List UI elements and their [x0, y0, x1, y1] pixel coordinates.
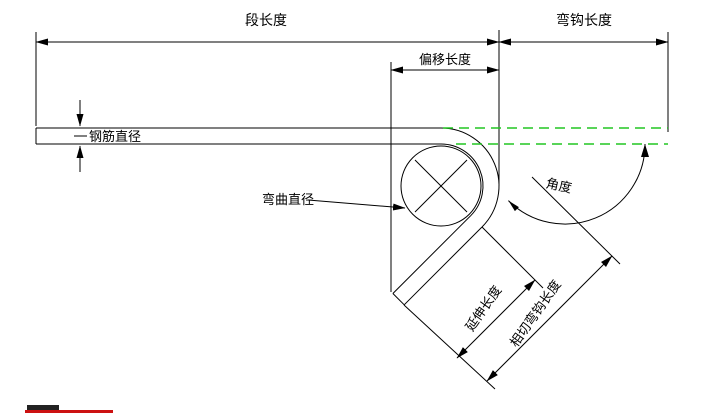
hook-leg-outer-edge — [403, 226, 483, 306]
hook-length-label: 弯钩长度 — [556, 12, 612, 29]
hook-leg-inner-edge — [392, 215, 472, 294]
cropped-text-fragment — [27, 405, 59, 411]
angle-label: 角度 — [544, 176, 573, 197]
angle-arc — [508, 143, 646, 225]
bend-pin — [400, 145, 482, 227]
segment-length-label: 段长度 — [245, 13, 287, 29]
bend-diameter-label: 弯曲直径 — [262, 192, 314, 208]
bend-diameter-circle — [400, 145, 482, 227]
extension-line-leg-end — [403, 304, 496, 390]
rebar-bar — [35, 127, 500, 306]
dimension-tangent-hook-length — [486, 255, 613, 382]
bend-inner-arc — [440, 143, 484, 217]
dimension-lines — [35, 38, 669, 382]
extension-length-label: 延伸长度 — [462, 283, 505, 335]
cropped-text-artifact — [25, 405, 113, 413]
labels: 段长度 弯钩长度 偏移长度 钢筋直径 弯曲直径 角度 延伸长度 相切弯钩长度 — [89, 12, 612, 350]
bend-outer-arc — [440, 127, 500, 228]
projection-lines — [443, 127, 668, 145]
tangent-hook-length-label: 相切弯钩长度 — [507, 277, 565, 350]
angle-arc-arrow-top — [641, 144, 649, 157]
hook-leg-end-cap — [392, 293, 405, 306]
red-underline-fragment — [25, 410, 113, 413]
extension-line-extension-upper — [481, 226, 544, 289]
extension-lines — [35, 30, 669, 390]
offset-length-label: 偏移长度 — [419, 52, 471, 68]
bend-diameter-leader — [307, 199, 406, 211]
extension-line-tangent-upper — [531, 176, 621, 265]
center-cross-mark — [414, 159, 468, 213]
bar-diameter-label: 钢筋直径 — [89, 129, 141, 145]
angle-arc-arrow-bottom — [508, 200, 519, 212]
angle-dimension — [508, 143, 649, 225]
